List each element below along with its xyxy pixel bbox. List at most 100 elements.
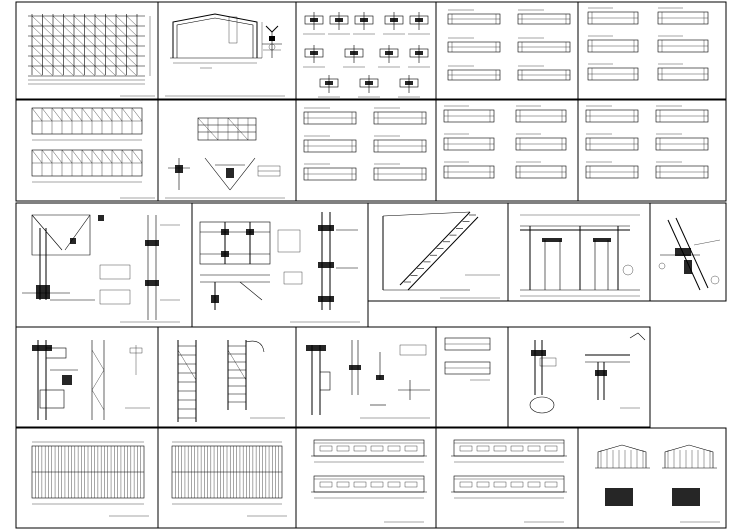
drawing-line <box>115 65 127 77</box>
drawing-line <box>126 25 138 37</box>
sheet-elevation-section <box>507 202 651 302</box>
drawing-line <box>31 25 43 37</box>
drawing-line <box>126 55 138 67</box>
drawing-rect <box>350 51 358 55</box>
drawing-line <box>115 25 127 37</box>
drawing-line <box>227 349 247 381</box>
drawing-rect <box>353 445 367 452</box>
drawing-line <box>121 149 133 164</box>
drawing-line <box>84 25 96 37</box>
drawing-rect <box>310 18 318 22</box>
drawing-rect <box>544 445 558 452</box>
drawing-rect <box>387 481 401 488</box>
sheet-roof-plans <box>15 99 159 202</box>
drawing-line <box>52 55 64 67</box>
drawing-rect <box>459 445 473 452</box>
sheet-bracing-details <box>157 99 297 202</box>
drawing-line <box>101 107 113 122</box>
sheet-ladder-detail <box>157 326 297 428</box>
drawing-line <box>84 35 96 47</box>
drawing-rect <box>360 18 368 22</box>
drawing-line <box>42 35 54 47</box>
drawing-rect <box>476 481 490 488</box>
drawing-line <box>51 149 63 164</box>
sheet-building-elevations-2 <box>435 427 579 529</box>
sheet-component-details <box>295 1 437 100</box>
drawing-rect <box>527 481 541 488</box>
sheet-beam-elevations-3 <box>295 99 437 202</box>
drawing-line <box>52 25 64 37</box>
sheet-connection-details-2 <box>191 202 369 328</box>
drawing-rect <box>405 81 413 85</box>
sheet-connection-details-1 <box>15 202 193 328</box>
drawing-line <box>177 349 197 381</box>
drawing-line <box>63 25 75 37</box>
drawing-line <box>71 149 83 164</box>
sheet-purlin-plan-1 <box>15 427 159 529</box>
drawing-line <box>52 15 64 27</box>
drawing-line <box>105 45 117 57</box>
drawing-line <box>101 149 113 164</box>
drawing-line <box>105 65 117 77</box>
sheet-corner-detail <box>649 202 727 302</box>
drawing-line <box>115 55 127 67</box>
drawing-rect <box>353 481 367 488</box>
drawing-line <box>31 65 43 77</box>
drawing-line <box>91 149 103 164</box>
drawing-line <box>73 15 85 27</box>
drawing-line <box>94 35 106 47</box>
drawing-line <box>84 45 96 57</box>
drawing-line <box>42 45 54 57</box>
sheet-beam-elevations-6 <box>435 326 509 428</box>
drawing-line <box>126 45 138 57</box>
drawing-line <box>105 55 117 67</box>
sheet-column-detail-1 <box>15 326 159 428</box>
drawing-rect <box>404 445 418 452</box>
drawing-rect <box>319 481 333 488</box>
drawing-line <box>63 65 75 77</box>
drawing-line <box>105 15 117 27</box>
sheet-node-detail <box>262 25 282 58</box>
sheet-beam-elevations-5 <box>577 99 727 202</box>
drawing-rect <box>387 445 401 452</box>
drawing-line <box>73 65 85 77</box>
drawing-line <box>31 149 43 164</box>
sheet-purlin-plan-2 <box>157 427 297 529</box>
drawing-line <box>42 65 54 77</box>
drawing-line <box>71 107 83 122</box>
drawing-rect <box>335 18 343 22</box>
drawing-line <box>94 55 106 67</box>
drawing-line <box>63 55 75 67</box>
sheet-beam-elevations-2 <box>577 1 727 100</box>
drawing-line <box>105 25 117 37</box>
drawing-line <box>52 35 64 47</box>
drawing-rect <box>336 481 350 488</box>
sheet-beam-elevations-4 <box>435 99 579 202</box>
drawing-line <box>31 15 43 27</box>
drawing-line <box>52 65 64 77</box>
drawing-line <box>73 55 85 67</box>
drawing-rect <box>370 445 384 452</box>
drawing-rect <box>510 481 524 488</box>
drawing-line <box>131 107 143 122</box>
drawing-rect <box>459 481 473 488</box>
drawing-line <box>94 25 106 37</box>
drawing-rect <box>527 445 541 452</box>
drawing-line <box>115 45 127 57</box>
drawing-line <box>84 65 96 77</box>
drawing-line <box>115 15 127 27</box>
drawing-line <box>51 107 63 122</box>
drawing-line <box>111 149 123 164</box>
drawing-line <box>91 107 103 122</box>
drawing-line <box>73 35 85 47</box>
drawing-line <box>61 149 73 164</box>
drawing-rect <box>493 481 507 488</box>
drawing-line <box>42 15 54 27</box>
drawing-line <box>126 15 138 27</box>
sheet-building-elevations-1 <box>295 427 437 529</box>
drawing-rect <box>390 18 398 22</box>
drawing-rect <box>310 51 318 55</box>
drawing-line <box>126 65 138 77</box>
drawing-line <box>131 149 143 164</box>
